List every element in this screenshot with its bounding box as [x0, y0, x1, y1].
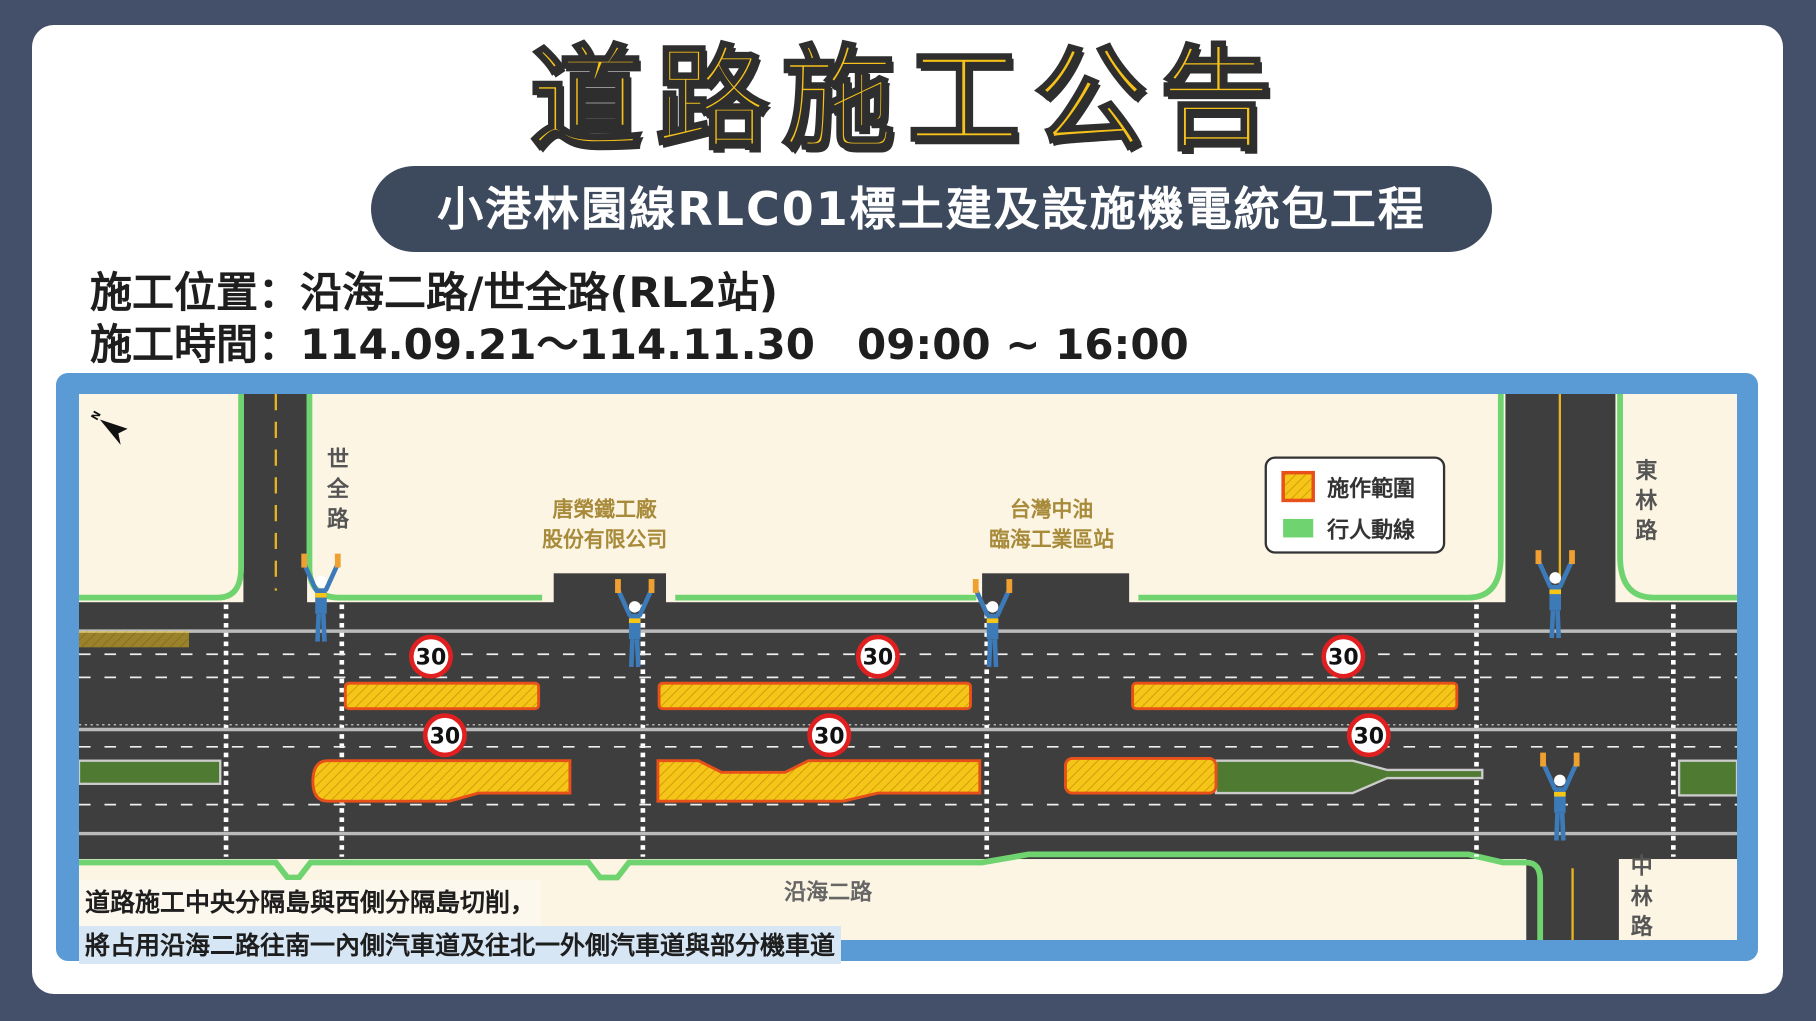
time-label: 施工時間： — [90, 320, 301, 369]
medians — [79, 631, 1737, 797]
flagman-figure — [1540, 752, 1580, 841]
speed-limit-value: 30 — [416, 646, 447, 671]
location-value: 沿海二路/世全路(RL2站) — [300, 268, 779, 317]
speed-limit-value: 30 — [863, 646, 894, 671]
speed-limit-value: 30 — [814, 724, 845, 749]
speed-limit-value: 30 — [1328, 646, 1359, 671]
work-zones — [311, 681, 1459, 803]
page-title: 道路施工公告 — [529, 35, 1286, 166]
work-zone — [657, 681, 972, 711]
work-zone — [656, 759, 982, 803]
flagman-figure — [615, 579, 655, 668]
road-label-shiquan: 世全路 — [324, 447, 350, 537]
pedestrian-swatch — [1283, 518, 1314, 538]
landmark-cpc: 台灣中油 — [1010, 498, 1093, 522]
pedestrian-route-lines — [79, 394, 1737, 940]
flagman-figure — [301, 553, 341, 642]
location-label: 施工位置： — [90, 268, 301, 317]
map-legend: 施作範圍 行人動線 — [1264, 456, 1446, 554]
speed-limit-sign: 30 — [408, 634, 453, 679]
work-zone — [311, 759, 572, 803]
speed-limit-sign: 30 — [855, 634, 900, 679]
work-zone-swatch — [1281, 470, 1315, 503]
project-name-banner: 小港林園線RLC01標土建及設施機電統包工程 — [371, 166, 1492, 252]
speed-limit-value: 30 — [430, 724, 461, 749]
landmark-tangrong: 唐榮鐵工廠 — [553, 498, 657, 522]
time-value: 114.09.21～114.11.30 09:00 ~ 16:00 — [300, 320, 1189, 369]
speed-limit-sign: 30 — [1346, 713, 1391, 758]
road-label-donglin: 東林路 — [1632, 459, 1657, 549]
landmark-cpc-2: 臨海工業區站 — [989, 528, 1114, 552]
note-line-2: 將占用沿海二路往南一內側汽車道及往北一外側汽車道與部分機車道 — [79, 926, 842, 964]
speed-limit-sign: 30 — [807, 713, 852, 758]
speed-limit-sign: 30 — [1321, 634, 1366, 679]
speed-limit-value: 30 — [1354, 724, 1385, 749]
flagman-figure — [972, 579, 1013, 668]
note-line-1: 道路施工中央分隔島與西側分隔島切削， — [79, 880, 542, 926]
work-zone — [343, 681, 541, 711]
speed-limit-signs: 30 30 30 30 30 30 — [408, 634, 1391, 758]
flagmen — [301, 550, 1580, 841]
work-zone — [1131, 681, 1459, 711]
location-line: 施工位置：沿海二路/世全路(RL2站) — [90, 268, 778, 318]
road-label-zhonglin: 中林路 — [1627, 854, 1652, 940]
work-zone — [1064, 756, 1218, 795]
road-label-yanhai: 沿海二路 — [784, 880, 873, 906]
landmark-tangrong-2: 股份有限公司 — [542, 528, 667, 552]
time-line: 施工時間：114.09.21～114.11.30 09:00 ~ 16:00 — [90, 320, 1189, 370]
flagman-figure — [1535, 550, 1575, 639]
legend-work-zone: 施作範圍 — [1327, 476, 1415, 502]
speed-limit-sign: 30 — [422, 713, 467, 758]
legend-pedestrian: 行人動線 — [1326, 517, 1415, 543]
lane-markings — [79, 604, 1737, 857]
